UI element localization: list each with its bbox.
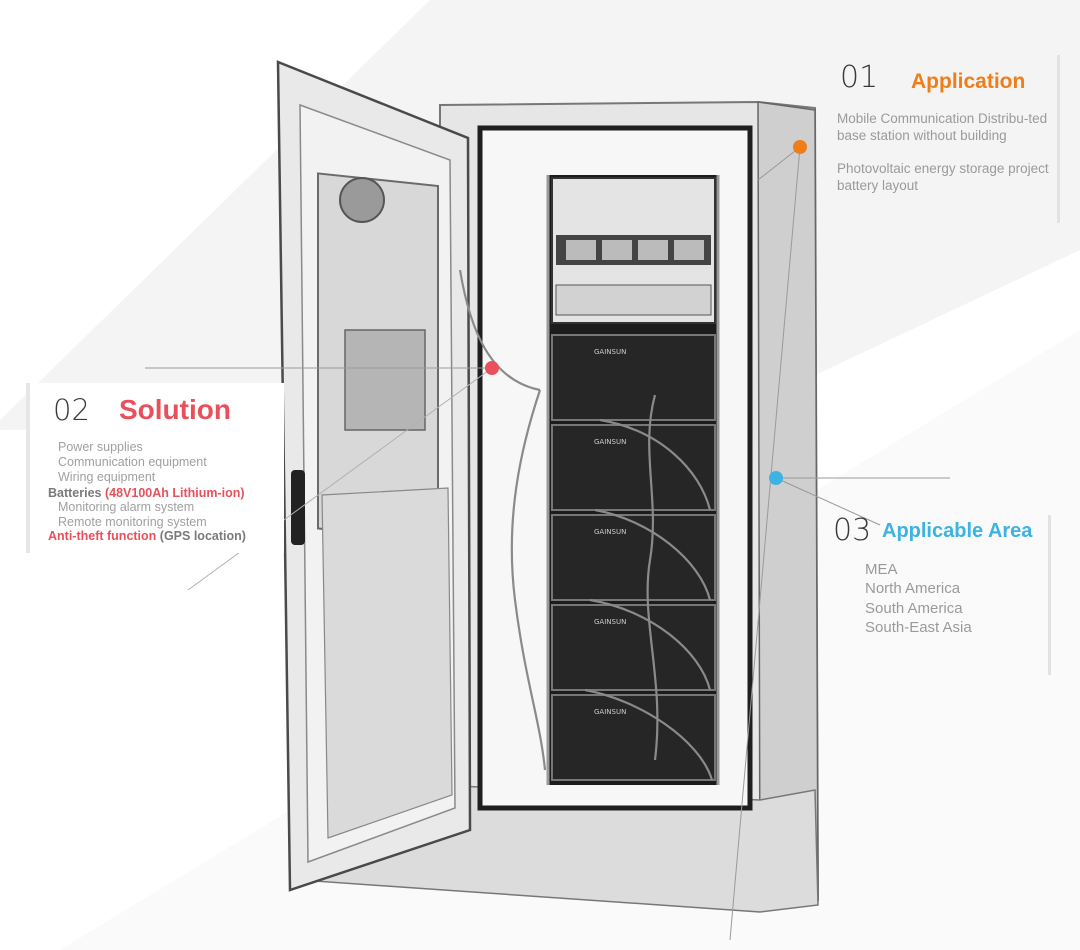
solution-item: Wiring equipment <box>58 470 156 484</box>
module-label: GAINSUN <box>594 528 626 536</box>
area-title: Applicable Area <box>882 520 1033 542</box>
door-panel-lower <box>321 487 453 839</box>
leader-line-application <box>729 146 801 941</box>
area-number: 03 <box>833 513 872 548</box>
battery-module <box>551 334 716 421</box>
solution-title: Solution <box>119 394 231 425</box>
solution-item-batteries: Batteries (48V100Ah Lithium-ion) <box>48 486 245 501</box>
application-text-2: Photovoltaic energy storage project batt… <box>837 161 1049 193</box>
battery-module <box>551 604 716 691</box>
batteries-label: Batteries <box>48 486 102 500</box>
area-item: South America <box>865 600 963 617</box>
solution-item: Communication equipment <box>58 455 207 469</box>
solution-number: 02 <box>53 393 90 427</box>
application-title: Application <box>911 70 1026 93</box>
solution-item: Power supplies <box>58 440 143 454</box>
fan-grill <box>339 177 385 223</box>
area-item: MEA <box>865 561 898 578</box>
application-text-1: Mobile Communication Distribu-ted base s… <box>837 111 1048 143</box>
application-marker <box>793 140 807 154</box>
module-label: GAINSUN <box>594 348 626 356</box>
module-label: GAINSUN <box>594 438 626 446</box>
battery-module <box>551 424 716 511</box>
door-handle <box>291 470 305 545</box>
solution-panel <box>26 383 284 553</box>
module-label: GAINSUN <box>594 618 626 626</box>
battery-modules: GAINSUN GAINSUN GAINSUN GAINSUN GAINSUN <box>551 334 716 781</box>
solution-item: Monitoring alarm system <box>58 500 195 514</box>
application-number: 01 <box>840 60 879 95</box>
vent-grill <box>344 329 426 431</box>
solution-marker <box>485 361 499 375</box>
battery-module <box>551 694 716 781</box>
solution-item-antitheft: Anti-theft function (GPS location) <box>48 529 246 544</box>
application-accent-bar <box>1057 55 1060 223</box>
antitheft-spec: (GPS location) <box>159 529 246 543</box>
area-accent-bar <box>1048 515 1051 675</box>
solution-item: Remote monitoring system <box>58 515 207 529</box>
battery-module <box>551 514 716 601</box>
batteries-spec: (48V100Ah Lithium-ion) <box>104 486 245 500</box>
module-label: GAINSUN <box>594 708 626 716</box>
area-item: North America <box>865 580 961 597</box>
area-item: South-East Asia <box>865 619 972 636</box>
wiring-cables <box>458 269 714 781</box>
solution-accent-bar <box>26 383 30 553</box>
area-marker <box>769 471 783 485</box>
antitheft-label: Anti-theft function <box>48 529 157 543</box>
